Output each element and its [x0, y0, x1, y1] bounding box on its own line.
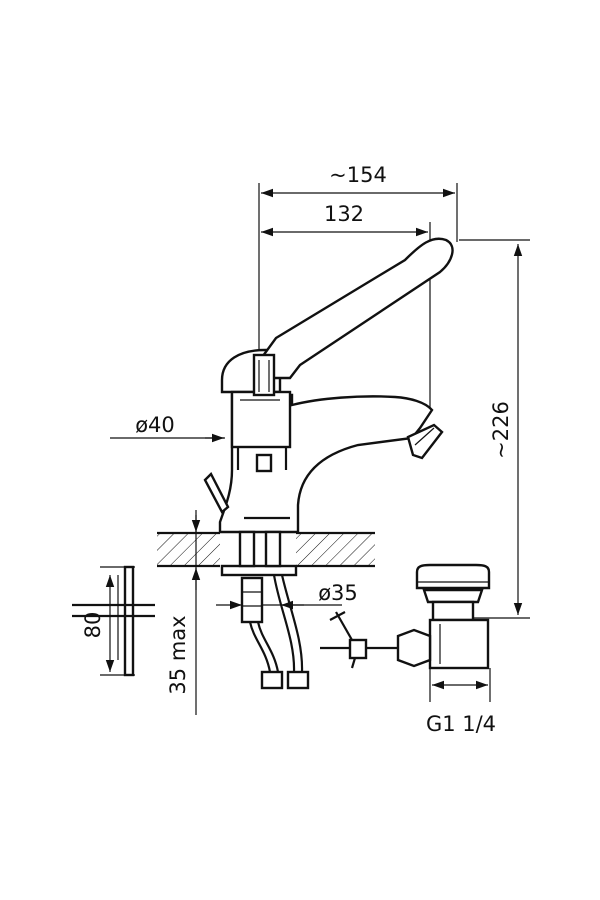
fixing-height-label: 80: [81, 612, 105, 639]
body-diameter-label: ø40: [135, 413, 175, 437]
fixing-detail: [72, 565, 155, 677]
overall-width-label: ~154: [329, 163, 387, 187]
max-deck-thickness-label: 35 max: [166, 615, 190, 694]
height-label: ~226: [489, 401, 513, 459]
faucet-body: [203, 237, 454, 534]
shank-diameter-label: ø35: [318, 581, 358, 605]
dimension-arrows: [105, 188, 523, 690]
waste-thread-label: G1 1/4: [426, 712, 496, 736]
popup-waste: [320, 563, 491, 670]
spout-reach-label: 132: [324, 202, 364, 226]
shank-and-hoses: [220, 530, 310, 690]
